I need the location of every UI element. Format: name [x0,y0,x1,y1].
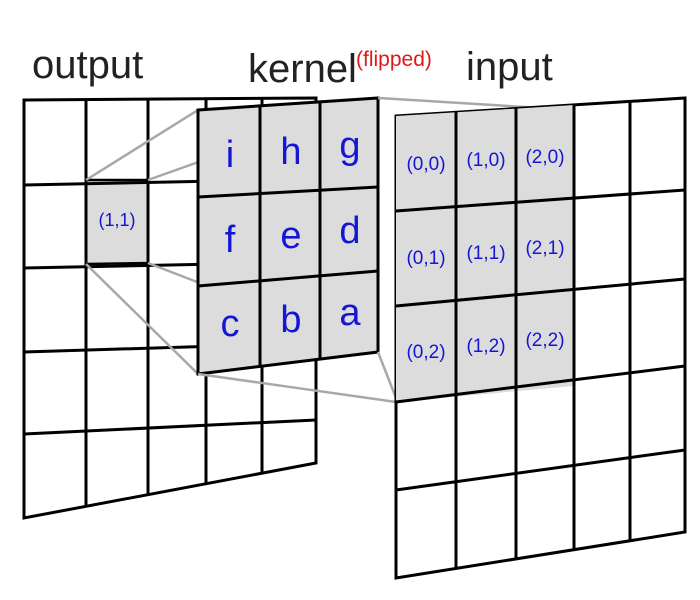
kernel-cell: h [280,131,301,173]
kernel-cell: e [280,215,301,257]
input-grid [395,102,686,569]
kernel-letters: i h g f e d c b a [221,125,362,345]
input-cell: (2,2) [525,330,564,351]
input-highlight-region [396,105,574,402]
kernel-cell: c [221,303,240,345]
kernel-title: kernel [248,47,357,91]
kernel-flipped-note: (flipped) [356,48,432,71]
kernel-cell: g [339,125,360,167]
input-cell: (0,1) [406,248,445,269]
kernel-cell: i [226,134,234,176]
output-cell-label: (1,1) [98,210,135,230]
input-cell: (1,0) [466,150,505,171]
kernel-cell: d [339,210,360,252]
kernel-cell: f [225,219,236,261]
kernel-cell: b [280,299,301,341]
kernel-grid [197,102,379,366]
input-cell: (2,0) [525,147,564,168]
input-cell: (0,0) [406,154,445,175]
kernel-cell: a [339,292,361,334]
input-plane: (0,0) (1,0) (2,0) (0,1) (1,1) (2,1) (0,2… [394,96,687,580]
input-cell: (2,1) [525,238,564,259]
input-cell: (0,2) [406,342,445,363]
input-cell: (1,2) [466,336,505,357]
input-title: input [466,45,553,89]
input-coords: (0,0) (1,0) (2,0) (0,1) (1,1) (2,1) (0,2… [406,147,564,363]
output-title: output [32,43,143,87]
input-cell: (1,1) [466,243,505,264]
kernel-plane: i h g f e d c b a [196,96,380,376]
